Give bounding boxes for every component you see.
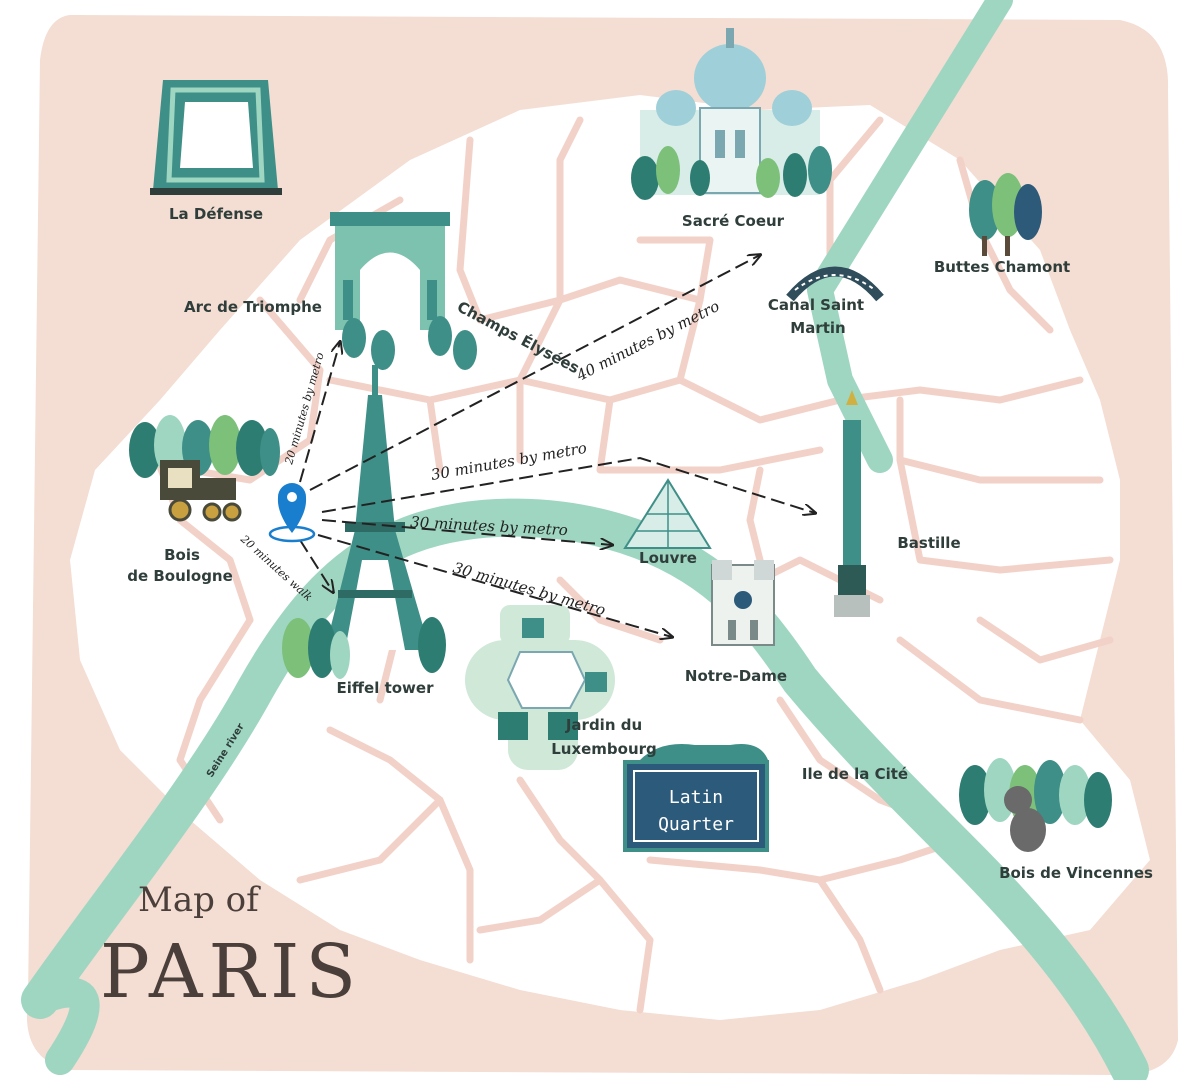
route-to-eiffel bbox=[299, 539, 333, 592]
label-canal-line2: Martin bbox=[790, 319, 845, 337]
canal-bridge-illustration bbox=[786, 266, 884, 302]
la-defense-illustration bbox=[150, 80, 282, 195]
jardin-luxembourg-illustration bbox=[465, 605, 615, 770]
label-la-defense: La Défense bbox=[169, 205, 263, 223]
arc-de-triomphe-illustration bbox=[330, 212, 450, 330]
label-arc-de-triomphe: Arc de Triomphe bbox=[184, 298, 322, 316]
label-boulogne-line2: de Boulogne bbox=[127, 567, 233, 585]
latin-quarter-line2: Quarter bbox=[658, 814, 734, 835]
label-notre-dame: Notre-Dame bbox=[685, 667, 787, 685]
route-lines bbox=[299, 255, 815, 637]
route-to-bastille bbox=[321, 456, 815, 513]
label-jardin-line2: Luxembourg bbox=[551, 740, 657, 758]
bastille-illustration bbox=[834, 390, 870, 617]
label-eiffel-tower: Eiffel tower bbox=[337, 679, 435, 697]
map-title-line1: Map of bbox=[138, 880, 261, 920]
notre-dame-illustration bbox=[711, 560, 775, 646]
route-to-sacre bbox=[309, 255, 760, 491]
bois-de-boulogne-illustration bbox=[129, 415, 280, 522]
label-boulogne-line1: Bois bbox=[164, 546, 200, 564]
label-jardin-line1: Jardin du bbox=[565, 716, 642, 734]
sacre-coeur-illustration bbox=[631, 28, 832, 200]
route-to-notre-dame bbox=[317, 534, 672, 637]
label-sacre-coeur: Sacré Coeur bbox=[682, 212, 785, 230]
map-title-line2: PARIS bbox=[100, 929, 362, 1015]
label-ile-de-la-cite: Ile de la Cité bbox=[802, 765, 908, 783]
eiffel-tower-illustration bbox=[282, 316, 477, 679]
louvre-illustration bbox=[623, 478, 712, 549]
label-bastille: Bastille bbox=[897, 534, 960, 552]
label-buttes-chaumont: Buttes Chamont bbox=[934, 258, 1070, 276]
latin-quarter-sign bbox=[623, 744, 769, 852]
latin-quarter-line1: Latin bbox=[669, 787, 723, 808]
label-louvre: Louvre bbox=[639, 549, 697, 567]
bois-de-vincennes-illustration bbox=[959, 758, 1112, 852]
label-canal-line1: Canal Saint bbox=[768, 296, 864, 314]
seine-river bbox=[21, 498, 1149, 1080]
route-to-arc bbox=[299, 342, 340, 483]
buttes-chaumont-trees bbox=[969, 173, 1042, 256]
seine-river-west-arm bbox=[25, 977, 100, 1075]
location-pin-icon[interactable] bbox=[268, 483, 316, 543]
label-bois-de-vincennes: Bois de Vincennes bbox=[999, 864, 1153, 882]
route-to-louvre bbox=[321, 519, 612, 545]
